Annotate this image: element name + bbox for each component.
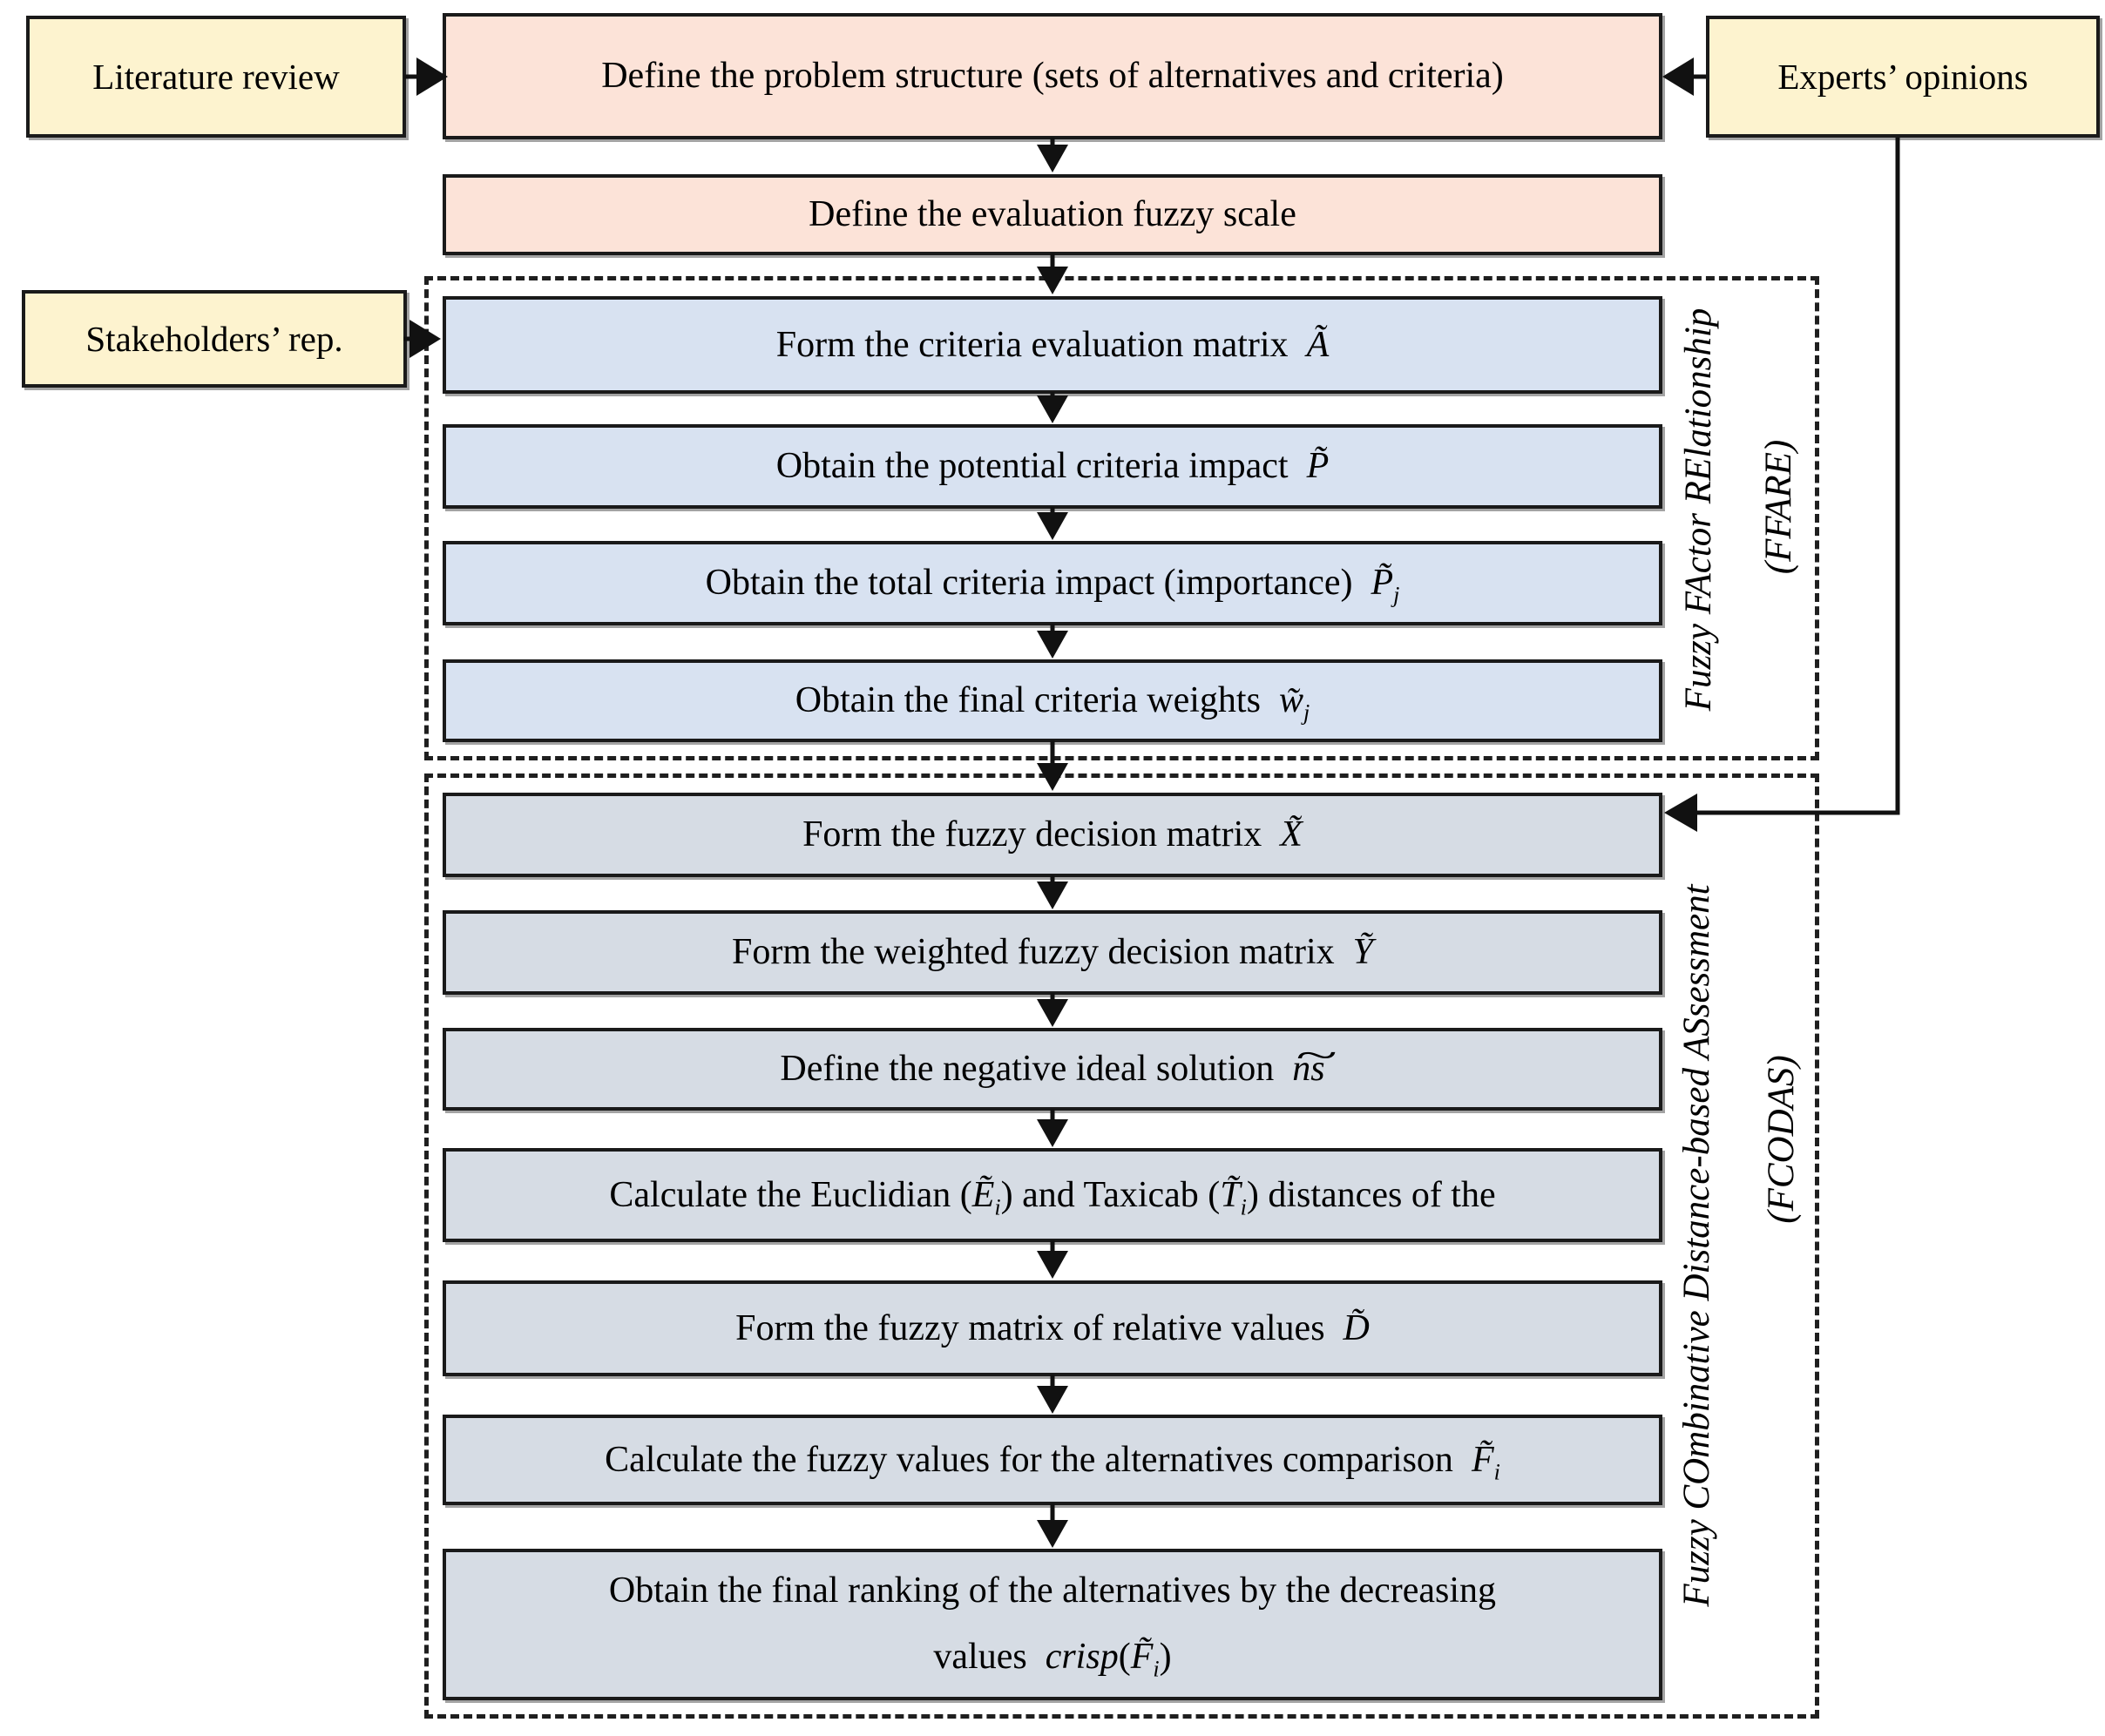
- step-define-negative-ideal-solution-label: Define the negative ideal solution ~ns: [780, 1036, 1338, 1090]
- step-define-problem-structure: Define the problem structure (sets of al…: [443, 13, 1662, 139]
- input-stakeholders-rep: Stakeholders’ rep.: [22, 290, 407, 388]
- step-calculate-euclidian-taxicab-distances-label: Calculate the Euclidian (Ẽi) and Taxica…: [609, 1174, 1496, 1220]
- step-obtain-final-ranking: Obtain the final ranking of the alternat…: [443, 1549, 1662, 1700]
- step-define-problem-structure-label: Define the problem structure (sets of al…: [601, 56, 1504, 97]
- step-obtain-total-criteria-impact-label: Obtain the total criteria impact (import…: [705, 563, 1400, 608]
- step-define-negative-ideal-solution: Define the negative ideal solution ~ns: [443, 1028, 1662, 1111]
- step-form-criteria-evaluation-matrix: Form the criteria evaluation matrix Ã: [443, 296, 1662, 394]
- step-form-fuzzy-decision-matrix: Form the fuzzy decision matrix X̃: [443, 793, 1662, 877]
- step-calculate-fuzzy-values-comparison: Calculate the fuzzy values for the alter…: [443, 1415, 1662, 1505]
- step-calculate-euclidian-taxicab-distances: Calculate the Euclidian (Ẽi) and Taxica…: [443, 1148, 1662, 1242]
- step-form-weighted-fuzzy-decision-matrix: Form the weighted fuzzy decision matrix …: [443, 910, 1662, 995]
- step-obtain-total-criteria-impact: Obtain the total criteria impact (import…: [443, 541, 1662, 625]
- fcodas-frame: [424, 773, 1819, 1719]
- step-obtain-final-criteria-weights-label: Obtain the final criteria weights w̃j: [795, 680, 1310, 726]
- input-literature-review-label: Literature review: [92, 57, 340, 97]
- step-form-fuzzy-matrix-relative-values-label: Form the fuzzy matrix of relative values…: [735, 1307, 1370, 1348]
- step-obtain-potential-criteria-impact-label: Obtain the potential criteria impact P̃: [775, 446, 1330, 487]
- input-experts-opinions: Experts’ opinions: [1706, 16, 2100, 138]
- input-literature-review: Literature review: [26, 16, 406, 138]
- step-obtain-potential-criteria-impact: Obtain the potential criteria impact P̃: [443, 424, 1662, 509]
- step-form-weighted-fuzzy-decision-matrix-label: Form the weighted fuzzy decision matrix …: [731, 932, 1373, 973]
- step-form-fuzzy-decision-matrix-label: Form the fuzzy decision matrix X̃: [802, 814, 1303, 855]
- input-stakeholders-rep-label: Stakeholders’ rep.: [85, 319, 343, 359]
- step-form-fuzzy-matrix-relative-values: Form the fuzzy matrix of relative values…: [443, 1280, 1662, 1376]
- step-define-evaluation-fuzzy-scale: Define the evaluation fuzzy scale: [443, 174, 1662, 255]
- step-obtain-final-criteria-weights: Obtain the final criteria weights w̃j: [443, 659, 1662, 742]
- step-define-evaluation-fuzzy-scale-label: Define the evaluation fuzzy scale: [809, 194, 1296, 235]
- step-form-criteria-evaluation-matrix-label: Form the criteria evaluation matrix Ã: [775, 324, 1330, 365]
- step-calculate-fuzzy-values-comparison-label: Calculate the fuzzy values for the alter…: [605, 1439, 1500, 1485]
- step-obtain-final-ranking-label: Obtain the final ranking of the alternat…: [608, 1571, 1497, 1682]
- input-experts-opinions-label: Experts’ opinions: [1777, 57, 2028, 97]
